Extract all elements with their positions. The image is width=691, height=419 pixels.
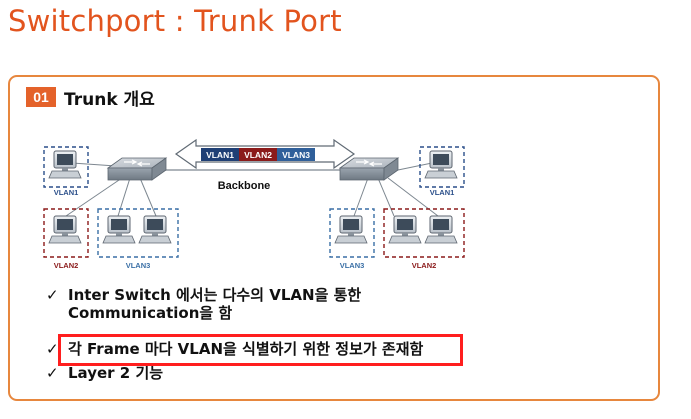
left-vlan2-group bbox=[43, 208, 89, 258]
bullet-item: ✓ Layer 2 기능 bbox=[46, 364, 163, 382]
pc-icon bbox=[334, 215, 368, 244]
checkmark-icon: ✓ bbox=[46, 340, 59, 358]
pc-icon bbox=[424, 150, 458, 179]
left-vlan1-label: VLAN1 bbox=[54, 188, 79, 197]
left-vlan3-label: VLAN3 bbox=[126, 261, 151, 270]
bullet-text: Layer 2 기능 bbox=[68, 364, 164, 382]
checkmark-icon: ✓ bbox=[46, 286, 59, 304]
vlan-tag-2: VLAN2 bbox=[244, 150, 272, 160]
vlan3-tag-box bbox=[277, 148, 315, 161]
highlight-box bbox=[58, 334, 463, 366]
right-switch-icon bbox=[339, 157, 399, 181]
section-number-badge: 01 bbox=[26, 87, 56, 107]
bullet-item: ✓ 각 Frame 마다 VLAN을 식별하기 위한 정보가 존재함 bbox=[46, 340, 423, 358]
section-title: Trunk 개요 bbox=[64, 89, 155, 110]
left-vlan2-label: VLAN2 bbox=[54, 261, 79, 270]
pc-icon bbox=[388, 215, 422, 244]
vlan1-tag-box bbox=[201, 148, 239, 161]
page-title: Switchport : Trunk Port bbox=[8, 4, 342, 38]
right-vlan1-group bbox=[419, 146, 465, 188]
left-switch-icon bbox=[107, 157, 167, 181]
pc-icon bbox=[102, 215, 136, 244]
checkmark-icon: ✓ bbox=[46, 364, 59, 382]
left-vlan3-group bbox=[97, 208, 179, 258]
vlan-tag-3: VLAN3 bbox=[282, 150, 310, 160]
right-vlan1-label: VLAN1 bbox=[430, 188, 455, 197]
backbone-label: Backbone bbox=[218, 180, 271, 192]
pc-icon bbox=[48, 150, 82, 179]
left-vlan1-group bbox=[43, 146, 89, 188]
vlan-tag-1: VLAN1 bbox=[206, 150, 234, 160]
section-header: 01 Trunk 개요 bbox=[26, 86, 155, 110]
bullet-item: ✓ Inter Switch 에서는 다수의 VLAN을 통한 Communic… bbox=[46, 286, 361, 322]
right-vlan3-group bbox=[329, 208, 375, 258]
pc-icon bbox=[424, 215, 458, 244]
right-vlan2-group bbox=[383, 208, 465, 258]
pc-icon bbox=[48, 215, 82, 244]
vlan2-tag-box bbox=[239, 148, 277, 161]
bullet-text: 각 Frame 마다 VLAN을 식별하기 위한 정보가 존재함 bbox=[68, 340, 424, 358]
pc-icon bbox=[138, 215, 172, 244]
right-vlan3-label: VLAN3 bbox=[340, 261, 365, 270]
trunk-network-diagram: VLAN1 VLAN2 VLAN3 Backbone VLAN1 VLAN2 V… bbox=[43, 138, 465, 270]
right-vlan2-label: VLAN2 bbox=[412, 261, 437, 270]
bullet-text: Inter Switch 에서는 다수의 VLAN을 통한 Communicat… bbox=[68, 286, 362, 322]
